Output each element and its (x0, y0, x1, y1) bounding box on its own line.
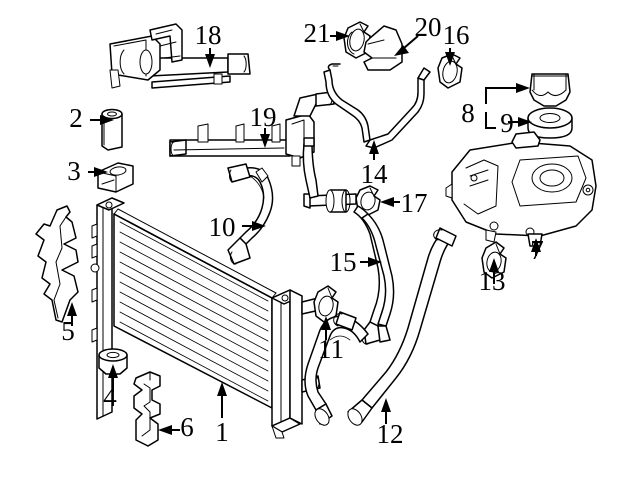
lower-bracket (133, 371, 161, 447)
callout-label-9: 9 (500, 108, 514, 138)
coolant-pipe-19 (169, 91, 335, 167)
callout-label-6: 6 (180, 412, 194, 442)
callout-label-13: 13 (479, 266, 506, 296)
callout-label-21: 21 (304, 18, 331, 48)
callout-label-7: 7 (530, 235, 544, 265)
cap-cover-20 (363, 25, 403, 71)
callout-label-4: 4 (103, 382, 117, 412)
callout-label-18: 18 (195, 20, 222, 50)
callout-label-12: 12 (377, 419, 404, 449)
callout-label-2: 2 (69, 103, 83, 133)
callout-labels: 1 2 3 4 5 6 7 8 9 10 11 12 13 14 15 16 1… (61, 12, 544, 449)
lower-radiator-hose (304, 227, 457, 426)
callout-label-15: 15 (330, 247, 357, 277)
callout-label-20: 20 (415, 12, 442, 42)
upper-mount-pin (101, 108, 123, 151)
callout-label-8: 8 (461, 98, 475, 128)
coolant-reservoir (445, 131, 597, 247)
callout-label-17: 17 (401, 188, 428, 218)
callout-label-16: 16 (443, 20, 470, 50)
callout-label-14: 14 (361, 159, 389, 189)
callout-label-10: 10 (209, 212, 236, 242)
left-air-deflector (35, 205, 79, 323)
callout-leaders (67, 31, 541, 435)
callout-label-3: 3 (67, 156, 81, 186)
cap-seal (527, 107, 573, 139)
callout-label-1: 1 (215, 417, 229, 447)
hose-clamp-11 (313, 285, 339, 323)
coolant-pipe-18 (109, 23, 251, 89)
upper-mount-bushing (97, 162, 134, 193)
overflow-tube (323, 63, 431, 149)
callout-label-19: 19 (250, 102, 277, 132)
reservoir-cap (529, 73, 571, 107)
callout-label-5: 5 (61, 316, 75, 346)
callout-label-11: 11 (318, 334, 344, 364)
radiator-assembly (90, 197, 321, 439)
coolant-hose-15 (302, 137, 395, 345)
